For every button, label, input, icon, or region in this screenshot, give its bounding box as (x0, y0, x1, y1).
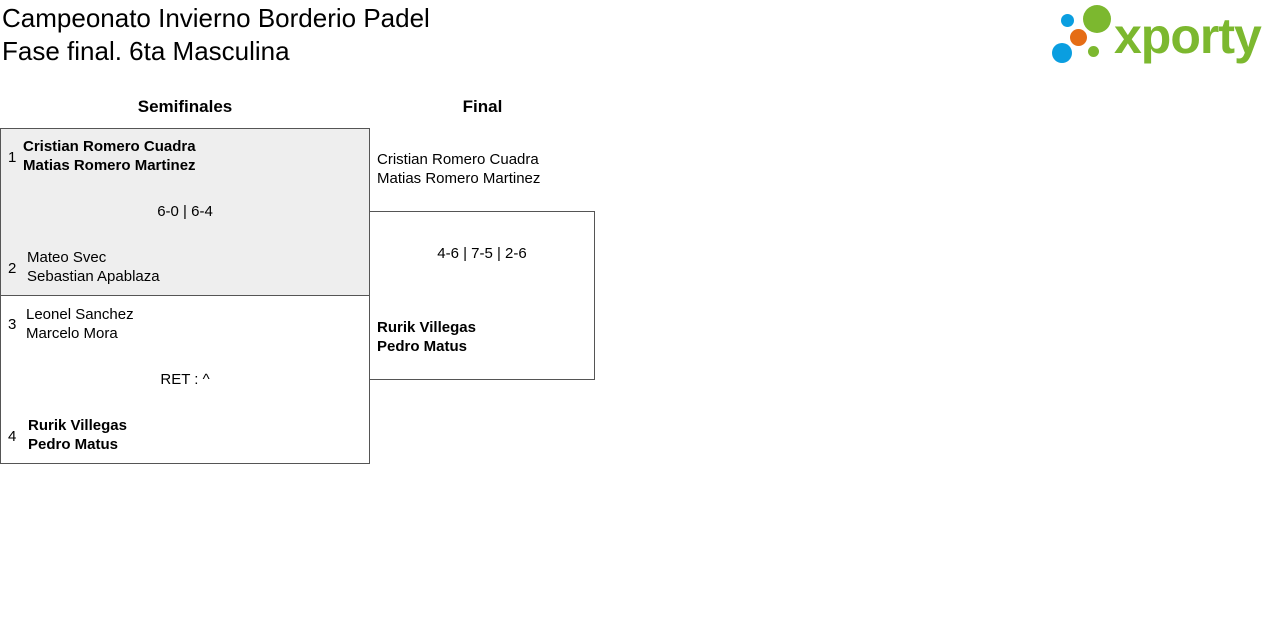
team-player: Pedro Matus (28, 436, 119, 453)
round-header-semifinals: Semifinales (137, 97, 233, 116)
semifinal-match-2[interactable]: 3 Leonel Sanchez Marcelo Mora RET : ^ 4 … (0, 295, 370, 464)
final-team-b-player: Rurik Villegas (377, 319, 476, 336)
final-team-a-player: Cristian Romero Cuadra (377, 151, 539, 168)
team-player: Cristian Romero Cuadra (23, 138, 196, 155)
match-score: 4-6 | 7-5 | 2-6 (437, 245, 527, 262)
logo-green-dot (1083, 5, 1111, 33)
logo-green-dot-small (1088, 46, 1099, 57)
page-title: Campeonato Invierno Borderio Padel (2, 3, 430, 33)
seed-number: 1 (8, 149, 17, 166)
match-score: 6-0 | 6-4 (157, 203, 213, 220)
logo-blue-dot-small (1061, 14, 1074, 27)
team-player: Leonel Sanchez (26, 306, 134, 323)
seed-number: 4 (8, 428, 17, 445)
logo-blue-dot-large (1052, 43, 1072, 63)
final-team-a-player: Matias Romero Martinez (377, 170, 541, 187)
seed-number: 2 (8, 260, 17, 277)
final-team-b-player: Pedro Matus (377, 338, 468, 355)
xporty-logo[interactable]: xporty (1050, 2, 1276, 68)
team-player: Matias Romero Martinez (23, 157, 196, 174)
page-subtitle: Fase final. 6ta Masculina (2, 36, 290, 66)
semifinal-match-1[interactable]: 1 Cristian Romero Cuadra Matias Romero M… (0, 128, 370, 296)
team-player: Rurik Villegas (28, 417, 127, 434)
final-match[interactable]: 4-6 | 7-5 | 2-6 Rurik Villegas Pedro Mat… (369, 211, 595, 380)
team-player: Mateo Svec (27, 249, 107, 266)
logo-text: xporty (1114, 8, 1262, 64)
seed-number: 3 (8, 316, 17, 333)
logo-orange-dot (1070, 29, 1087, 46)
team-player: Sebastian Apablaza (27, 268, 160, 285)
team-player: Marcelo Mora (26, 325, 118, 342)
match-score: RET : ^ (160, 371, 210, 388)
round-header-final: Final (462, 97, 503, 116)
